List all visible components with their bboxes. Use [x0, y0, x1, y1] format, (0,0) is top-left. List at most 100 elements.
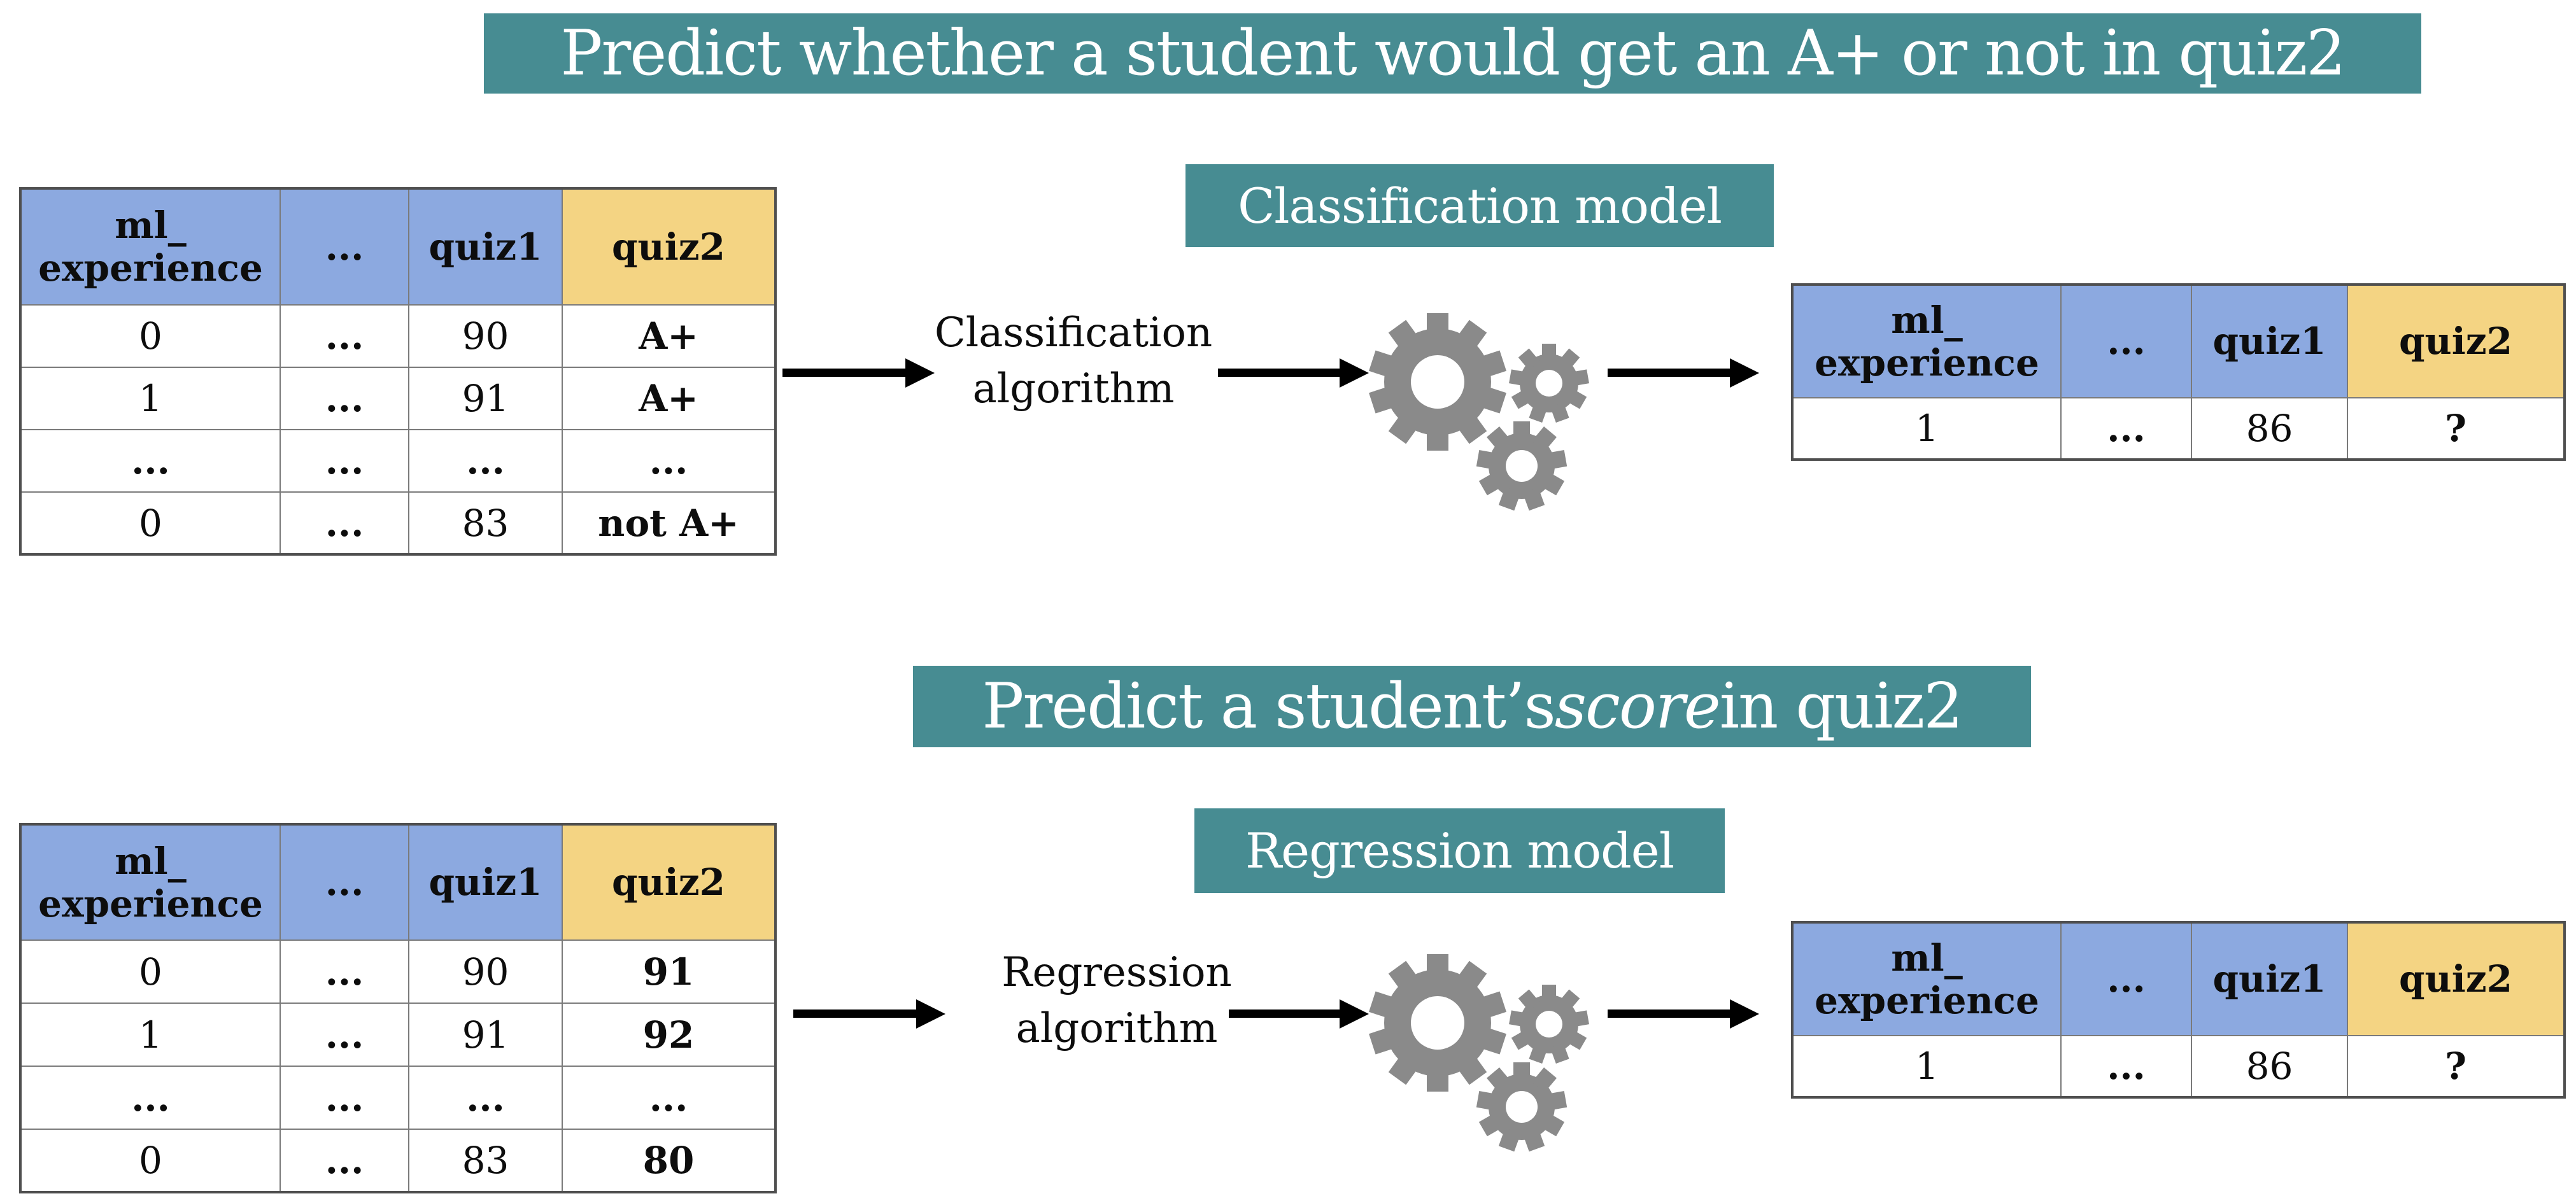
- arrow-shaft: [793, 1010, 919, 1018]
- arrow-right-icon: [793, 999, 945, 1029]
- header-line: experience: [38, 246, 263, 290]
- table-cell: 0: [20, 939, 281, 1004]
- table-cell: 86: [2191, 397, 2348, 460]
- column-header-ml-experience: ml_ experience: [1792, 922, 2062, 1036]
- header-row: ml_ experience ... quiz1 quiz2: [20, 188, 776, 306]
- table-cell: 1: [20, 367, 281, 430]
- table-cell: ...: [280, 429, 409, 493]
- table-cell: ...: [280, 1066, 409, 1130]
- table-cell: ...: [2060, 397, 2192, 460]
- table-cell: 80: [562, 1129, 776, 1193]
- arrow-head: [916, 999, 945, 1029]
- table-cell: ...: [280, 367, 409, 430]
- table-cell: ...: [408, 429, 563, 493]
- table-cell: A+: [562, 304, 776, 368]
- column-header-ellipsis: ...: [280, 824, 409, 941]
- table-row: 0 ... 90 91: [20, 939, 776, 1004]
- arrow-head: [1730, 358, 1759, 388]
- algorithm-label-line1: Classification: [934, 309, 1213, 356]
- table-cell: not A+: [562, 491, 776, 555]
- table-cell: 83: [408, 491, 563, 555]
- arrow-right-icon: [782, 358, 935, 388]
- header-line: ml_: [115, 204, 187, 248]
- table-cell: ...: [280, 304, 409, 368]
- predicted-value-cell: ?: [2347, 1035, 2565, 1098]
- table-cell: 1: [1792, 397, 2062, 460]
- table-cell: 91: [562, 939, 776, 1004]
- table-row: 1 ... 86 ?: [1792, 1035, 2565, 1098]
- header-line: ml_: [1891, 936, 1963, 980]
- table-cell: ...: [20, 429, 281, 493]
- predicted-value-cell: ?: [2347, 397, 2565, 460]
- table-row: 1 ... 91 A+: [20, 367, 776, 430]
- table-cell: 83: [408, 1129, 563, 1193]
- column-header-quiz1: quiz1: [2191, 922, 2348, 1036]
- arrow-shaft: [1229, 1010, 1342, 1018]
- header-line: experience: [38, 882, 263, 925]
- column-header-ml-experience: ml_ experience: [1792, 284, 2062, 398]
- table-cell: 1: [1792, 1035, 2062, 1098]
- column-header-ml-experience: ml_ experience: [20, 188, 281, 306]
- classification-title-text: Predict whether a student would get an A…: [560, 17, 2346, 90]
- regression-title-prefix: Predict a student’s: [982, 670, 1555, 743]
- column-header-quiz2: quiz2: [562, 188, 776, 306]
- table-cell: ...: [280, 1129, 409, 1193]
- table-cell: ...: [2060, 1035, 2192, 1098]
- table-cell: 92: [562, 1002, 776, 1067]
- arrow-right-icon: [1608, 999, 1759, 1029]
- column-header-quiz2: quiz2: [562, 824, 776, 941]
- table-cell: 90: [408, 939, 563, 1004]
- header-row: ml_ experience ... quiz1 quiz2: [1792, 284, 2565, 398]
- arrow-head: [1340, 358, 1369, 388]
- table-cell: 90: [408, 304, 563, 368]
- classification-model-banner: Classification model: [1185, 164, 1774, 247]
- arrow-head: [905, 358, 935, 388]
- arrow-head: [1730, 999, 1759, 1029]
- column-header-ellipsis: ...: [280, 188, 409, 306]
- classification-model-text: Classification model: [1238, 177, 1722, 234]
- regression-model-banner: Regression model: [1194, 808, 1725, 893]
- regression-model-text: Regression model: [1245, 822, 1674, 879]
- table-cell: 0: [20, 491, 281, 555]
- column-header-ml-experience: ml_ experience: [20, 824, 281, 941]
- table-cell: 91: [408, 1002, 563, 1067]
- regression-input-table: ml_ experience ... quiz1 quiz2 0 ... 90 …: [19, 823, 777, 1193]
- arrow-right-icon: [1229, 999, 1369, 1029]
- header-line: experience: [1815, 978, 2039, 1022]
- algorithm-label-line2: algorithm: [1016, 1005, 1218, 1052]
- table-cell: 86: [2191, 1035, 2348, 1098]
- table-cell: ...: [280, 491, 409, 555]
- column-header-ellipsis: ...: [2060, 284, 2192, 398]
- arrow-right-icon: [1608, 358, 1759, 388]
- table-row: 0 ... 83 not A+: [20, 491, 776, 555]
- table-row: ... ... ... ...: [20, 429, 776, 493]
- table-cell: 0: [20, 1129, 281, 1193]
- table-cell: ...: [280, 939, 409, 1004]
- arrow-shaft: [1608, 1010, 1732, 1018]
- column-header-quiz1: quiz1: [408, 188, 563, 306]
- classification-title-banner: Predict whether a student would get an A…: [484, 13, 2421, 94]
- table-cell: ...: [408, 1066, 563, 1130]
- algorithm-label-line2: algorithm: [972, 365, 1175, 412]
- column-header-quiz1: quiz1: [408, 824, 563, 941]
- table-cell: ...: [562, 429, 776, 493]
- arrow-right-icon: [1218, 358, 1369, 388]
- gears-icon: [1369, 954, 1589, 1152]
- table-row: 0 ... 83 80: [20, 1129, 776, 1193]
- table-cell: 1: [20, 1002, 281, 1067]
- header-line: experience: [1815, 341, 2039, 384]
- classification-input-table: ml_ experience ... quiz1 quiz2 0 ... 90 …: [19, 187, 777, 556]
- regression-title-italic-word: score: [1554, 670, 1721, 743]
- header-row: ml_ experience ... quiz1 quiz2: [20, 824, 776, 941]
- arrow-head: [1340, 999, 1369, 1029]
- column-header-quiz2: quiz2: [2347, 284, 2565, 398]
- gears-icon: [1369, 313, 1589, 511]
- arrow-shaft: [782, 369, 908, 377]
- table-row: 1 ... 86 ?: [1792, 397, 2565, 460]
- table-cell: 0: [20, 304, 281, 368]
- header-row: ml_ experience ... quiz1 quiz2: [1792, 922, 2565, 1036]
- classification-output-table: ml_ experience ... quiz1 quiz2 1 ... 86 …: [1791, 283, 2566, 461]
- column-header-quiz2: quiz2: [2347, 922, 2565, 1036]
- column-header-ellipsis: ...: [2060, 922, 2192, 1036]
